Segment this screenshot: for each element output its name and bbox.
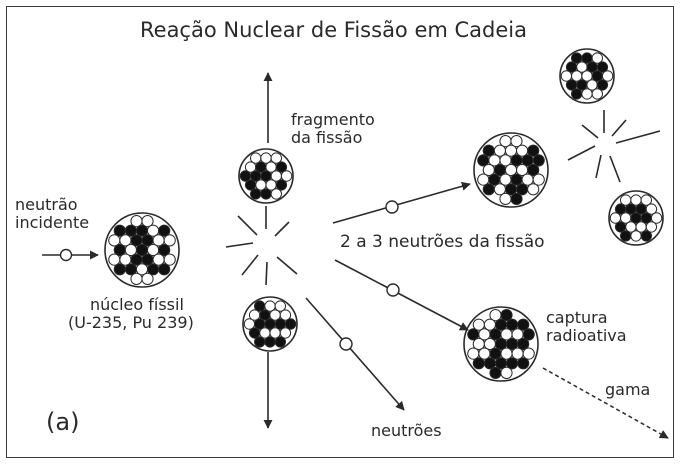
- incident-neutron-label-line-1: neutrão: [15, 195, 78, 214]
- proton-particle: [601, 70, 614, 82]
- neutron-particle: [158, 263, 171, 276]
- proton-particle: [650, 212, 663, 224]
- neutrons-label: neutrões: [371, 421, 442, 440]
- fission-fragment-label: fragmento da fissão: [291, 110, 375, 148]
- proton-particle: [274, 300, 286, 312]
- neutron-particle: [113, 263, 126, 276]
- proton-particle: [141, 215, 154, 228]
- proton-particle: [640, 194, 652, 206]
- fissile-nucleus-label-line-2: (U-235, Pu 239): [68, 313, 194, 333]
- fission-fragment-top: [238, 148, 294, 204]
- fission-fragment-label-line-2: da fissão: [291, 128, 363, 148]
- neutron-particle: [532, 154, 545, 167]
- neutron-particle: [596, 61, 609, 73]
- diagram-title: Reação Nuclear de Fissão em Cadeia: [140, 18, 527, 42]
- neutron-path-chain: [332, 181, 471, 224]
- neutron-particle: [250, 188, 262, 200]
- fission-fragment-label-line-1: fragmento: [291, 110, 375, 129]
- fission-neutron-capture: [386, 283, 400, 297]
- fission-burst-1: [225, 206, 298, 286]
- proton-particle: [141, 272, 154, 285]
- proton-particle: [581, 88, 593, 100]
- proton-particle: [532, 173, 545, 186]
- neutron-particle: [620, 230, 632, 242]
- proton-particle: [645, 203, 658, 215]
- incident-neutron: [59, 248, 73, 262]
- radiative-capture-label-line-1: captura: [546, 308, 608, 327]
- chain-fragment-bottom: [608, 190, 664, 246]
- proton-particle: [279, 327, 292, 339]
- proton-particle: [527, 183, 540, 196]
- neutron-particle: [260, 188, 272, 200]
- gamma-ray: [542, 367, 669, 439]
- radiative-capture-label: captura radioativa: [546, 308, 627, 346]
- proton-particle: [270, 152, 282, 164]
- proton-particle: [163, 253, 176, 266]
- proton-particle: [591, 88, 603, 100]
- neutron-particle: [275, 161, 288, 173]
- fission-burst-2: [567, 110, 661, 183]
- fissile-nucleus-label: núcleo físsil (U-235, Pu 239): [68, 295, 194, 333]
- proton-particle: [522, 347, 535, 360]
- proton-particle: [279, 309, 292, 321]
- proton-particle: [510, 135, 523, 148]
- neutron-particle: [571, 88, 583, 100]
- neutron-particle: [517, 357, 530, 370]
- fission-neutrons-label: 2 a 3 neutrões da fissão: [340, 232, 545, 252]
- proton-particle: [270, 188, 282, 200]
- neutron-particle: [254, 336, 266, 348]
- neutron-particle: [596, 79, 609, 91]
- fission-neutron-free: [339, 337, 353, 351]
- panel-label: (a): [46, 408, 80, 436]
- neutron-particle: [527, 163, 540, 177]
- neutron-particle: [527, 144, 540, 157]
- proton-particle: [163, 234, 176, 247]
- neutron-particle: [500, 309, 513, 322]
- neutron-path-free: [305, 297, 405, 411]
- proton-particle: [645, 221, 658, 233]
- neutron-particle: [264, 336, 276, 348]
- incident-neutron-label-line-2: incidente: [15, 213, 90, 233]
- proton-particle: [280, 170, 293, 182]
- proton-particle: [500, 366, 513, 379]
- neutron-particle: [640, 230, 652, 242]
- capture-nucleus: [463, 306, 539, 382]
- neutron-particle: [275, 179, 288, 191]
- neutron-particle: [472, 357, 485, 370]
- fissile-nucleus-label-line-1: núcleo físsil: [90, 295, 184, 314]
- neutron-particle: [274, 336, 286, 348]
- proton-particle: [630, 230, 642, 242]
- proton-particle: [130, 272, 143, 285]
- proton-particle: [499, 192, 512, 205]
- neutron-particle: [158, 224, 171, 237]
- neutron-particle: [510, 192, 523, 205]
- neutron-particle: [489, 366, 502, 379]
- chain-fragment-top: [559, 48, 615, 104]
- diagram-frame: [6, 6, 674, 458]
- incident-neutron-label: neutrão incidente: [15, 195, 90, 233]
- neutron-particle: [517, 337, 530, 351]
- fission-neutron-chain: [385, 200, 399, 214]
- radiative-capture-label-line-2: radioativa: [546, 326, 627, 346]
- neutron-particle: [522, 328, 535, 341]
- neutron-particle: [482, 183, 495, 196]
- gamma-label: gama: [605, 380, 651, 399]
- proton-particle: [591, 52, 603, 64]
- neutron-particle: [158, 243, 171, 257]
- neutron-path-capture: [334, 259, 469, 331]
- fission-fragment-bottom: [242, 296, 298, 352]
- chain-fission-nucleus: [473, 132, 549, 208]
- fissile-nucleus: [104, 212, 180, 288]
- neutron-particle: [517, 318, 530, 331]
- neutron-particle: [284, 318, 297, 330]
